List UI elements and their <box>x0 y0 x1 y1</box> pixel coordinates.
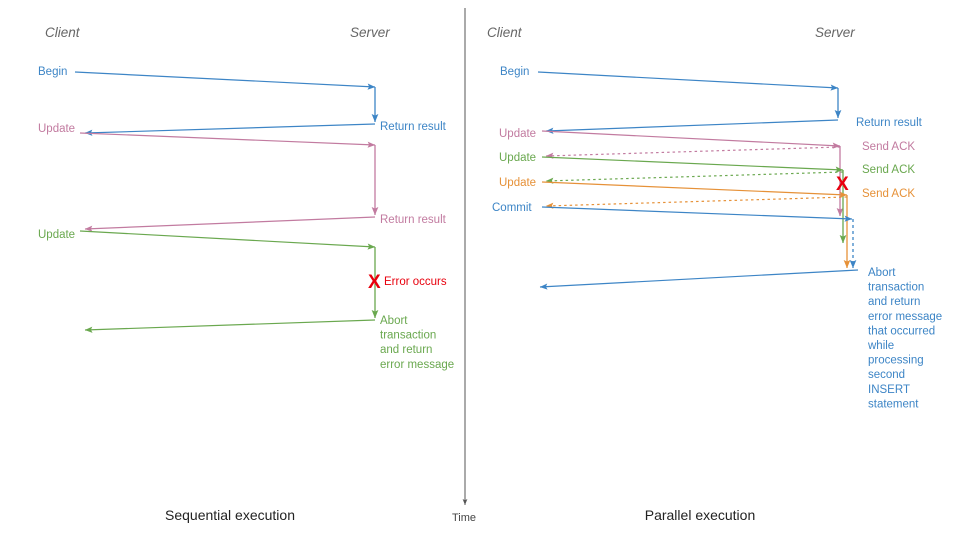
abort-message-line: and return <box>380 344 432 356</box>
msg-update-2-request <box>79 230 376 250</box>
abort-message-line: processing <box>868 355 924 367</box>
parallel-label-send-ack-1: Send ACK <box>862 141 915 153</box>
msg-update-3-request <box>541 181 848 198</box>
sequential-label-update-1: Update <box>38 123 75 135</box>
sequential-label-update-2: Update <box>38 229 75 241</box>
parallel-label-begin: Begin <box>500 66 529 78</box>
msg-return-result-1 <box>84 123 376 136</box>
sequential-label-return-result-2: Return result <box>380 214 447 226</box>
msg-begin-request <box>537 71 839 91</box>
msg-update-1-request <box>541 130 841 149</box>
msg-update-2-request <box>541 156 844 173</box>
sequential-error-x-mark: X <box>368 272 381 293</box>
parallel-error-x-mark: X <box>836 174 849 195</box>
msg-abort-return <box>539 269 859 290</box>
sequential-server-header: Server <box>350 25 390 40</box>
abort-message-line: second <box>868 369 905 381</box>
sequential-label-begin: Begin <box>38 66 67 78</box>
abort-message-line: transaction <box>380 330 436 342</box>
msg-update-1-request <box>79 132 376 148</box>
msg-ack-2 <box>545 171 844 184</box>
abort-message-line: and return <box>868 296 920 308</box>
parallel-server-header: Server <box>815 25 855 40</box>
abort-message-line: statement <box>868 398 919 410</box>
abort-message-line: error message <box>868 311 942 323</box>
msg-return-result-2 <box>84 216 376 232</box>
msg-ack-3 <box>545 196 848 209</box>
abort-message-line: Abort <box>380 315 408 327</box>
msg-abort-return <box>84 319 376 333</box>
parallel-abort-message-parallel: Abort transaction and return error message t… <box>867 267 942 410</box>
parallel-label-update-2: Update <box>499 152 536 164</box>
parallel-label-commit: Commit <box>492 202 532 214</box>
message-arrow-layer <box>74 71 859 333</box>
parallel-label-send-ack-3: Send ACK <box>862 188 915 200</box>
sequential-abort-message-sequential: Abort transaction and return error message <box>380 315 454 371</box>
parallel-label-update-3: Update <box>499 177 536 189</box>
parallel-label-return-result: Return result <box>856 117 923 129</box>
sequential-label-error-occurs: Error occurs <box>384 276 447 288</box>
parallel-caption: Parallel execution <box>645 507 756 523</box>
msg-ack-1 <box>545 146 841 159</box>
abort-message-line: Abort <box>868 267 896 279</box>
parallel-label-send-ack-2: Send ACK <box>862 164 915 176</box>
msg-commit-request <box>541 206 853 222</box>
abort-message-line: that occurred <box>868 325 935 337</box>
msg-return-result <box>545 119 839 134</box>
time-axis-label: Time <box>452 512 476 524</box>
panel-divider: Time <box>452 8 476 524</box>
abort-message-line: INSERT <box>868 384 910 396</box>
sequential-client-header: Client <box>45 25 81 40</box>
parallel-label-update-1: Update <box>499 128 536 140</box>
abort-message-line: error message <box>380 359 454 371</box>
sequential-caption: Sequential execution <box>165 507 295 523</box>
abort-message-line: while <box>867 340 894 352</box>
msg-begin-request <box>74 71 376 90</box>
sequential-label-return-result-1: Return result <box>380 121 447 133</box>
parallel-client-header: Client <box>487 25 523 40</box>
abort-message-line: transaction <box>868 282 924 294</box>
